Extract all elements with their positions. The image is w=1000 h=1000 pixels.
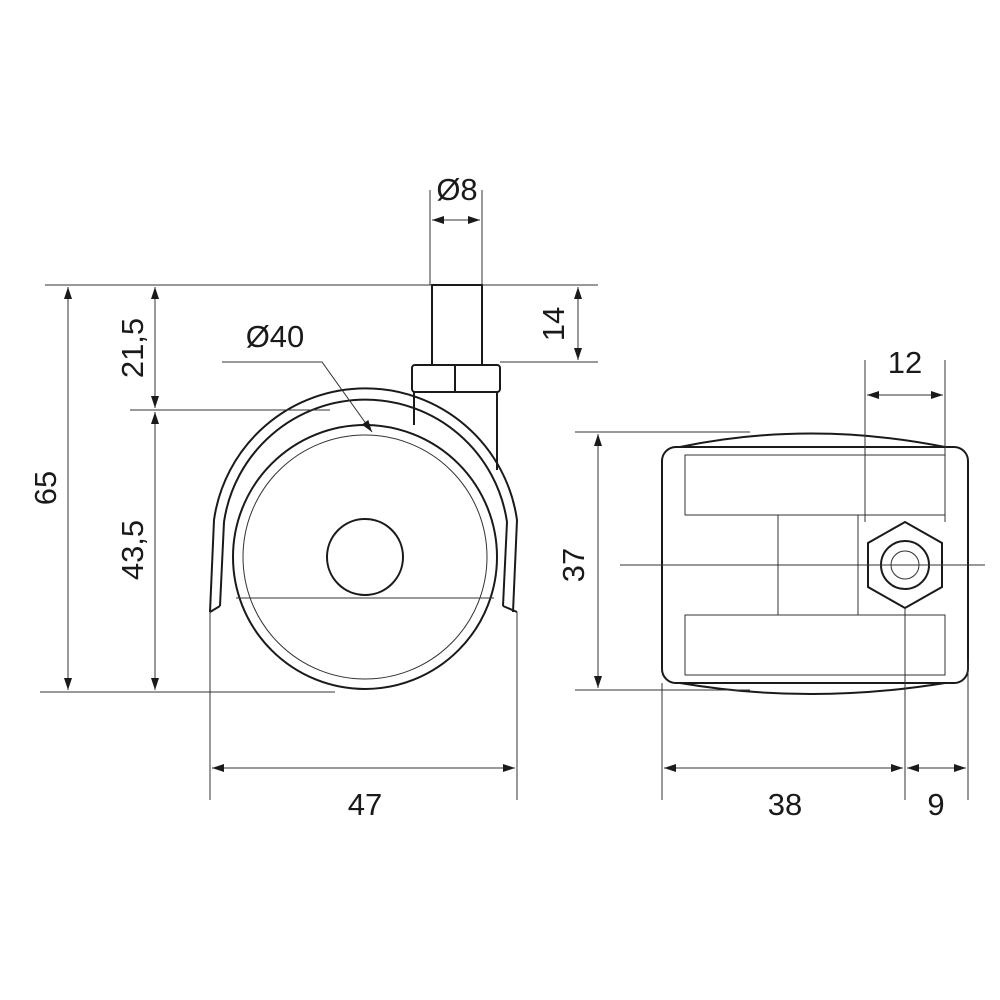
dim-body-height: 37 [556,548,591,582]
wheel-hub [326,518,404,596]
dim-side-width: 9 [927,787,944,822]
tire-top [679,432,946,448]
left-dimensions: Ø8 65 21,5 43,5 14 Ø40 47 [28,172,598,822]
side-view-wheel [209,284,519,690]
stem-pin [431,284,483,366]
dim-stem-to-wheel: 21,5 [115,318,150,378]
wheel-tire [232,424,498,690]
dim-stem-offset: 12 [888,345,922,380]
right-dimensions: 37 12 38 9 [556,345,969,822]
dim-stem-length: 14 [536,307,571,341]
dim-overall-width: 47 [348,787,382,822]
tread-top [684,454,946,516]
stem-housing [413,392,498,470]
dim-wheel-diameter: Ø40 [246,319,305,354]
fork-outer [209,387,519,613]
wheel-rim [242,434,488,680]
dim-total-height: 65 [28,471,63,505]
fork-inner [219,398,509,607]
dim-body-width: 38 [768,787,802,822]
front-view-wheel [620,432,985,695]
dim-wheel-height: 43,5 [115,520,150,580]
dim-stem-diameter: Ø8 [436,172,477,207]
tread-bottom [684,614,946,676]
tire-bottom [679,682,946,695]
